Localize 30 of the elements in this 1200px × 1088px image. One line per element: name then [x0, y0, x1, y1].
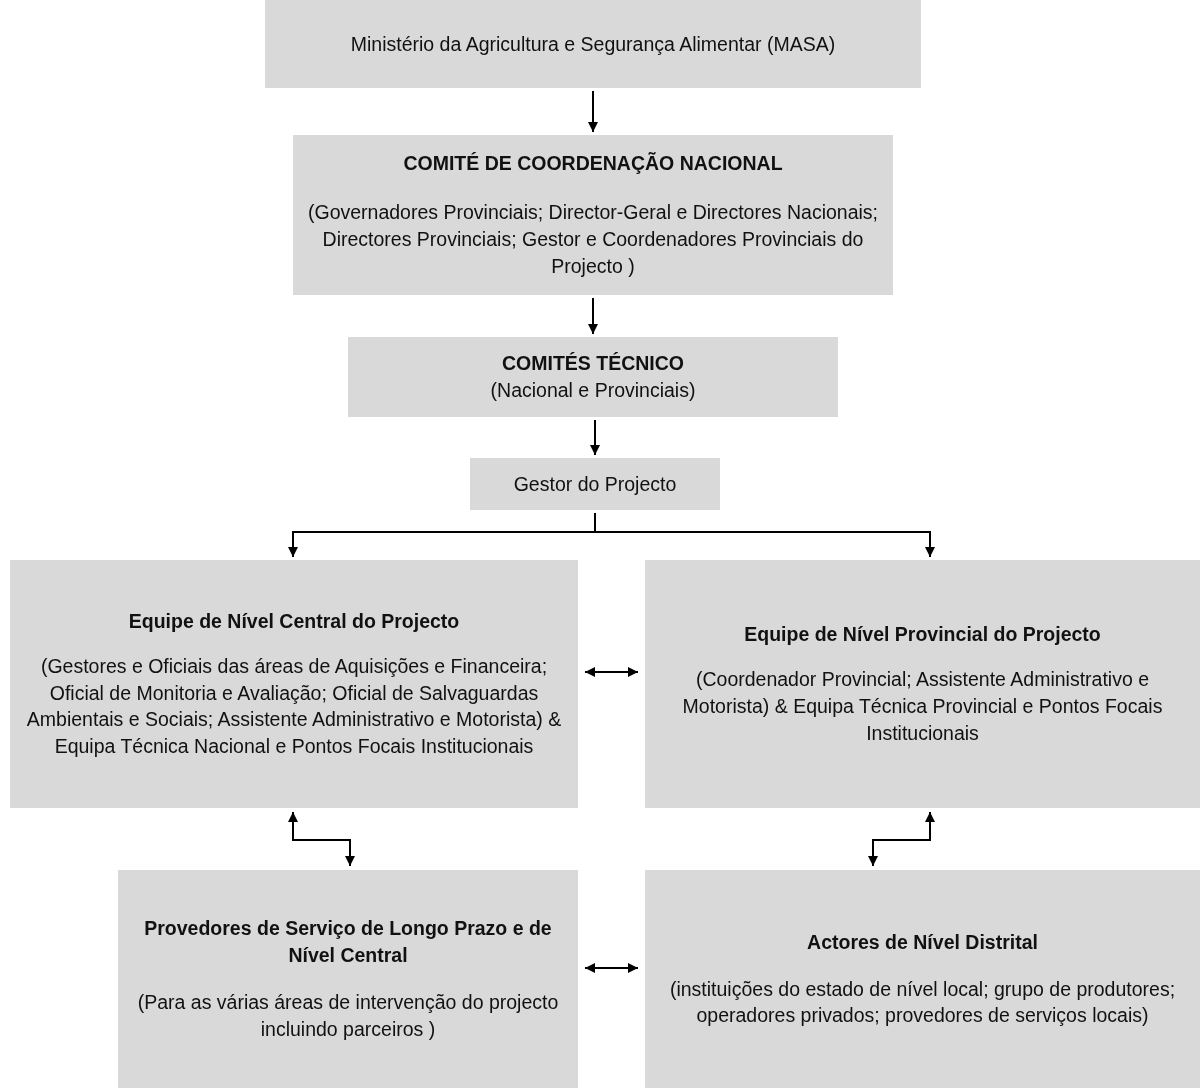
box-text: (Coordenador Provincial; Assistente Administrativo e Motorista) & Equipa Técnica Provincial e Pontos Focais Institucionais — [681, 667, 1164, 746]
box-heading: Equipe de Nível Central do Projecto — [128, 608, 460, 634]
arrow — [588, 90, 598, 133]
arrow — [588, 297, 598, 335]
box-heading: COMITÉ DE COORDENAÇÃO NACIONAL — [403, 151, 783, 177]
process-box — [470, 458, 720, 510]
box-text: (Gestores e Oficiais das áreas de Aquisições e Financeira; Oficial de Monitoria e Avaliação; Oficial de Salvaguardas Ambientais e Sociais; Assistente Administrativo e Motorista) & Equipa Técnica Nacional e Pontos Focais Institucionais — [25, 653, 563, 760]
arrow — [590, 419, 600, 456]
box-text: (Para as várias áreas de intervenção do projecto incluindo parceiros ) — [136, 990, 560, 1042]
process-box — [10, 560, 578, 808]
box-heading: Provedores de Serviço de Longo Prazo e de Nível Central — [143, 916, 553, 969]
box-heading: Actores de Nível Distrital — [807, 929, 1038, 955]
process-box — [265, 0, 921, 88]
box-text: Gestor do Projecto — [513, 471, 677, 497]
box-text: Ministério da Agricultura e Segurança Alimentar (MASA) — [350, 31, 836, 57]
process-box — [645, 560, 1200, 808]
process-box — [348, 337, 838, 417]
box-text: (Nacional e Provinciais) — [490, 378, 696, 403]
arrow — [584, 667, 639, 677]
arrow — [594, 512, 935, 558]
process-box — [293, 135, 893, 295]
box-heading: Equipe de Nível Provincial do Projecto — [744, 622, 1101, 648]
arrow — [288, 811, 355, 867]
process-box — [645, 870, 1200, 1088]
box-heading: COMITÉS TÉCNICO — [502, 351, 684, 377]
arrow — [868, 811, 935, 867]
arrow — [584, 963, 639, 973]
box-text: (Governadores Provinciais; Director-Geral e Directores Nacionais; Directores Provinciais; Gestor e Coordenadores Provinciais do Projecto ) — [307, 200, 879, 279]
box-text: (instituições do estado de nível local; grupo de produtores; operadores privados; provedores de serviços locais) — [668, 976, 1177, 1029]
process-box — [118, 870, 578, 1088]
